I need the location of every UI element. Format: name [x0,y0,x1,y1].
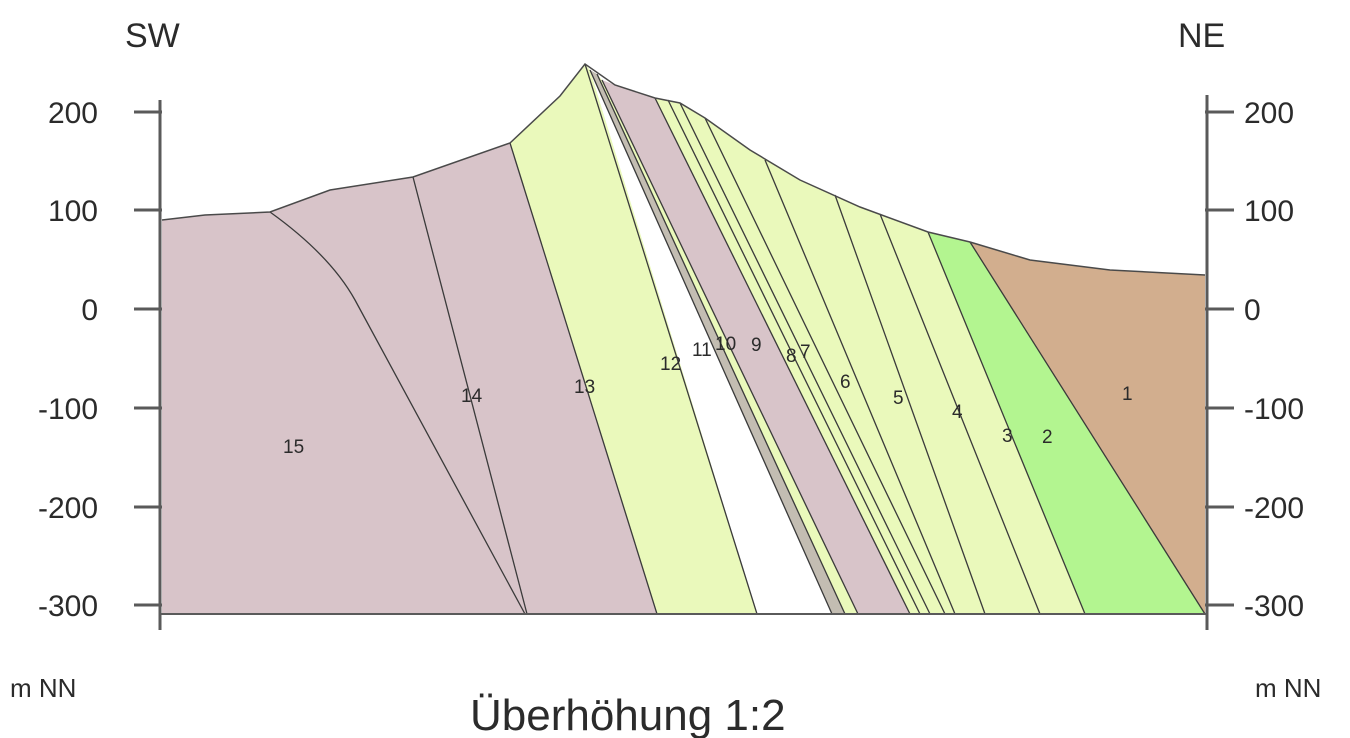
left-tick-label: -300 [38,590,98,623]
unit-number: 9 [751,335,762,356]
unit-number: 13 [574,377,595,398]
contact-4-3a [764,159,956,615]
topographic-surface [161,62,1206,276]
right-tick-label: -100 [1244,393,1304,426]
unit-number: 2 [1042,427,1053,448]
unit-area-mauve-9 [602,80,910,614]
contact-11-10 [589,69,833,615]
contact-6-5 [679,102,931,615]
unit-area-light-green-2 [928,232,1205,614]
contact-12-11 [584,63,758,615]
right-tick-label: 200 [1244,97,1294,130]
unit-number: 8 [786,346,797,367]
unit-label-left: m NN [10,673,76,703]
left-tick-label: -100 [38,393,98,426]
unit-area-grey-band-11 [590,70,845,614]
left-elevation-axis: 200 100 0 -100 -200 -300 [38,97,162,630]
unit-number: 7 [800,342,811,363]
unit-number-labels: 15 14 13 12 11 10 9 8 7 6 5 4 3 2 1 [283,334,1133,458]
right-tick-label: -300 [1244,590,1304,623]
left-tick-label: 100 [48,195,98,228]
unit-number: 14 [461,386,483,407]
contact-10-9 [596,73,846,615]
unit-number: 11 [692,340,712,361]
right-elevation-axis: 200 100 0 -100 -200 -300 [1205,95,1304,630]
unit-number: 4 [952,402,963,423]
left-tick-label: 0 [81,294,98,327]
unit-label-right: m NN [1255,673,1321,703]
unit-area-pale-green-3-8 [655,98,1085,614]
contact-15-14 [269,211,526,615]
right-tick-label: 0 [1244,294,1261,327]
unit-area-mauve-west [162,143,657,614]
left-tick-label: 200 [48,97,98,130]
left-tick-label: -200 [38,492,98,525]
contact-14-13 [412,176,528,615]
unit-areas [162,64,1205,614]
direction-label-sw: SW [125,17,180,55]
right-tick-label: 100 [1244,195,1294,228]
unit-number: 5 [893,388,904,409]
unit-area-pale-green-12 [510,64,757,614]
contact-7-6 [667,99,921,615]
contact-9-8 [601,79,859,615]
unit-number: 1 [1122,384,1133,405]
direction-label-ne: NE [1178,17,1225,55]
contact-lines [269,63,1206,615]
contact-13-12 [509,142,658,615]
contact-3-2b [927,231,1086,615]
unit-number: 15 [283,437,304,458]
unit-number: 6 [840,372,851,393]
unit-number: 12 [660,354,681,375]
contact-8-7 [654,97,911,615]
contact-5-4 [704,117,946,615]
contact-2-1 [969,241,1206,615]
unit-number: 10 [715,334,736,355]
contact-4-3b [834,194,986,615]
exaggeration-caption: Überhöhung 1:2 [470,691,786,738]
unit-number: 3 [1002,426,1013,447]
contact-3-2a [879,213,1041,615]
right-tick-label: -200 [1244,492,1304,525]
